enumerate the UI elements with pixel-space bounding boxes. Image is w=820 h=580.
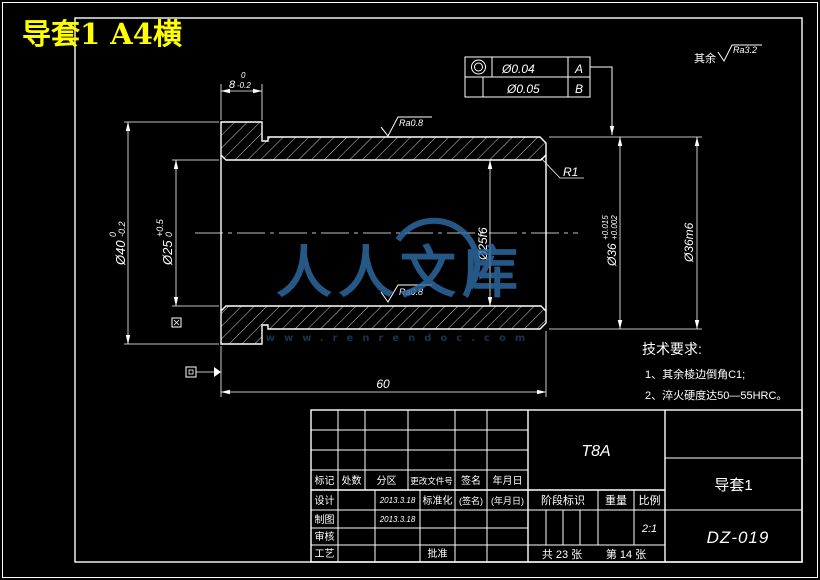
datum-mark-icon [173, 319, 180, 326]
watermark-brand: 人人文库 [276, 241, 524, 306]
dim-outer-flange-dia: Ø40 0 -0.2 [108, 121, 219, 345]
dim-nominal: 8 [229, 79, 236, 91]
weight-label: 重量 [605, 493, 627, 507]
concentricity-icon-inner [474, 62, 483, 72]
draft-date: 2013.3.18 [379, 515, 416, 524]
dim-lower-tol: +0.002 [610, 215, 619, 240]
datum-triangle-icon [214, 367, 221, 377]
scale-value: 2:1 [641, 523, 657, 535]
dim-lower-tol: 0 [164, 232, 174, 237]
datum-mark-icon [188, 369, 194, 375]
dim-bore-dia: Ø25 +0.5 0 [155, 159, 219, 307]
header-mark: 标记 [315, 475, 335, 487]
roughness-top-value: Ra0.8 [399, 118, 423, 128]
roughness-symbol-icon [380, 116, 432, 137]
dim-flange-width: 8 0 -0.2 [220, 71, 263, 120]
dim-nominal: Ø36 [605, 243, 619, 267]
bushing-section [195, 121, 578, 345]
part-name: 导套1 [714, 477, 752, 494]
title-block: 标记 处数 分区 更改文件号 签名 年月日 设计 2013.3.18 标准化 (… [310, 409, 803, 563]
dim-upper-tol: +0.5 [155, 218, 165, 237]
watermark: 人人文库 www.renrendoc.com [266, 217, 535, 344]
date-label: (年月日) [491, 495, 524, 506]
dim-upper-tol: 0 [241, 71, 246, 80]
requirement-item: 2、淬火硬度达50—55HRC。 [645, 388, 787, 402]
dim-lower-tol: -0.2 [237, 81, 251, 90]
lower-wall-section [220, 305, 547, 345]
row-review: 审核 [315, 530, 335, 543]
dim-fit-label: Ø25f6 [476, 227, 490, 261]
tolerance-value-2: Ø0.05 [506, 82, 540, 96]
roughness-top: Ra0.8 [380, 116, 432, 137]
sign-label: (签名) [459, 495, 483, 506]
header-sign: 签名 [461, 474, 481, 487]
approve-label: 批准 [428, 547, 448, 560]
datum-box [185, 366, 197, 378]
requirement-item: 1、其余棱边倒角C1; [645, 367, 745, 381]
design-date: 2013.3.18 [379, 496, 416, 505]
standardize-label: 标准化 [423, 494, 453, 507]
radius-value: R1 [563, 165, 578, 179]
datum-marker-lower [185, 366, 221, 378]
tolerance-value-1: Ø0.04 [501, 62, 535, 76]
roughness-bottom-value: Ra0.8 [399, 287, 423, 297]
header-change-doc: 更改文件号 [410, 476, 453, 486]
sheet-title: 导套1 A4横 [22, 17, 182, 51]
sheets-total: 共 23 张 [542, 548, 582, 561]
finish-value: Ra3.2 [733, 45, 757, 55]
tolerance-datum-2: B [575, 82, 583, 96]
scale-label: 比例 [639, 493, 661, 507]
dim-length-value: 60 [376, 377, 390, 391]
dim-outer-dia: Ø36 +0.015 +0.002 Ø36m6 [549, 136, 702, 330]
general-surface-finish: 其余 Ra3.2 [694, 44, 762, 65]
datum-box [171, 317, 182, 328]
tolerance-datum-1: A [574, 62, 583, 76]
watermark-url: www.renrendoc.com [266, 333, 535, 344]
header-count: 处数 [342, 474, 362, 487]
dim-nominal: Ø40 [113, 240, 128, 266]
watermark-logo-icon [395, 217, 481, 290]
sheet-number: 第 14 张 [606, 547, 646, 561]
roughness-bottom: Ra0.8 [380, 284, 432, 303]
material: T8A [581, 443, 610, 460]
roughness-symbol-icon [717, 44, 762, 62]
dim-upper-tol: +0.015 [601, 215, 610, 240]
dim-radius: R1 [540, 157, 584, 179]
roughness-symbol-icon [380, 284, 432, 303]
header-date: 年月日 [493, 474, 523, 487]
tolerance-frame: Ø0.04 A Ø0.05 B [464, 56, 615, 135]
finish-prefix: 其余 [694, 51, 716, 65]
dim-upper-tol: 0 [108, 232, 118, 237]
upper-wall-section [220, 121, 547, 161]
requirements-heading: 技术要求: [642, 341, 702, 357]
dim-length: 60 [220, 331, 547, 397]
concentricity-icon [471, 59, 486, 75]
title-block-border [310, 409, 803, 563]
row-process: 工艺 [315, 548, 335, 560]
row-draft: 制图 [315, 513, 335, 526]
dim-bore-fit: Ø25f6 [476, 160, 493, 306]
row-design: 设计 [315, 494, 335, 507]
tolerance-leader [590, 66, 615, 135]
dim-nominal: Ø25 [160, 240, 175, 266]
dim-fit-label: Ø36m6 [682, 222, 696, 263]
header-zone: 分区 [377, 475, 397, 487]
dim-lower-tol: -0.2 [117, 221, 127, 237]
radius-leader [540, 157, 584, 179]
datum-marker-upper [171, 317, 182, 328]
drawing-number: DZ-019 [707, 528, 770, 547]
technical-requirements: 技术要求: 1、其余棱边倒角C1; 2、淬火硬度达50—55HRC。 [642, 341, 787, 402]
stage-label: 阶段标识 [541, 493, 585, 507]
